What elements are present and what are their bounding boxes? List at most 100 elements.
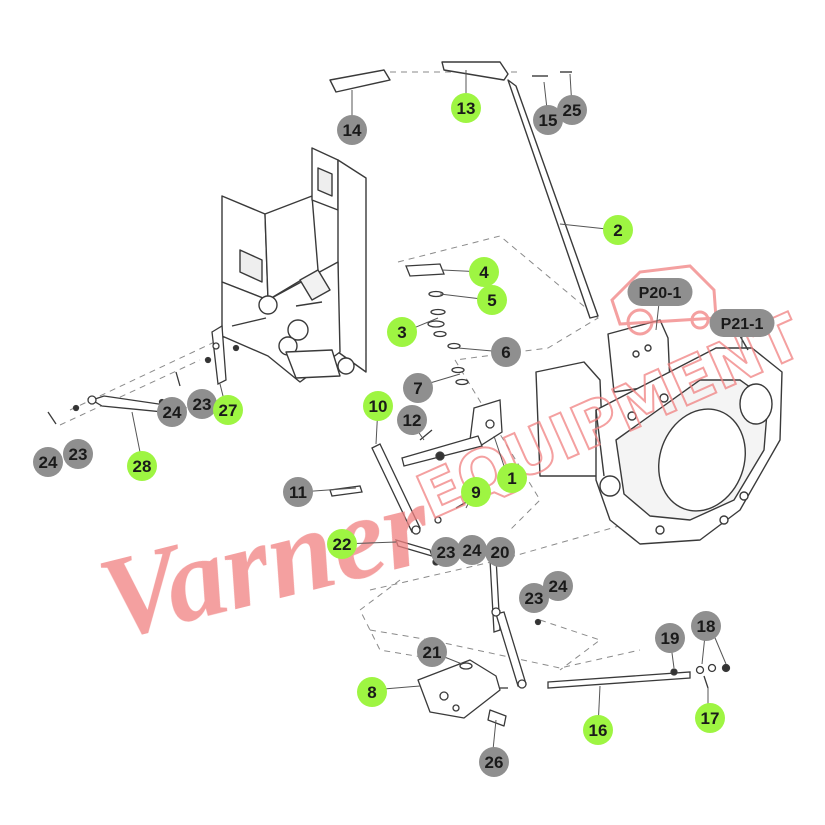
callout-label: 3 bbox=[397, 323, 406, 342]
lever-handle-13 bbox=[441, 61, 509, 81]
callout-label: 17 bbox=[701, 709, 720, 728]
callout-badge bbox=[485, 537, 515, 567]
callout-label: 12 bbox=[403, 411, 422, 430]
callout-10: 10 bbox=[363, 391, 393, 421]
callout-9: 9 bbox=[461, 477, 491, 507]
callout-14: 14 bbox=[337, 115, 367, 145]
callout-label: 27 bbox=[219, 401, 238, 420]
callout-24: 24 bbox=[543, 571, 573, 601]
callout-badge bbox=[557, 95, 587, 125]
callout-27: 27 bbox=[213, 395, 243, 425]
bottom-rod bbox=[547, 663, 731, 689]
callout-badge bbox=[403, 373, 433, 403]
callout-label: 7 bbox=[413, 379, 422, 398]
callout-11: 11 bbox=[283, 477, 313, 507]
callout-badge bbox=[479, 747, 509, 777]
callout-label: 14 bbox=[343, 121, 362, 140]
callout-23: 23 bbox=[431, 537, 461, 567]
callout-26: 26 bbox=[479, 747, 509, 777]
callout-badge bbox=[127, 451, 157, 481]
callout-label: 5 bbox=[487, 291, 496, 310]
callout-p21-1: P21-1 bbox=[709, 309, 775, 337]
callout-badge bbox=[491, 337, 521, 367]
bolt-part-26 bbox=[487, 709, 507, 727]
callout-label: 15 bbox=[539, 111, 558, 130]
callout-badge bbox=[695, 703, 725, 733]
callout-7: 7 bbox=[403, 373, 433, 403]
callout-label: 6 bbox=[501, 343, 510, 362]
callout-6: 6 bbox=[491, 337, 521, 367]
callout-badge bbox=[187, 389, 217, 419]
callout-24: 24 bbox=[457, 535, 487, 565]
callout-label: 24 bbox=[39, 453, 58, 472]
callout-label: 20 bbox=[491, 543, 510, 562]
callout-label: 8 bbox=[367, 683, 376, 702]
callout-label: 24 bbox=[549, 577, 568, 596]
bracket-part-27 bbox=[211, 324, 227, 385]
plate-part-4 bbox=[405, 263, 445, 277]
callout-badge bbox=[33, 447, 63, 477]
callout-badge bbox=[357, 677, 387, 707]
callout-24: 24 bbox=[33, 447, 63, 477]
callout-badge bbox=[363, 391, 393, 421]
callout-label: 10 bbox=[369, 397, 388, 416]
watermark-script: Varner bbox=[87, 457, 444, 665]
callout-21: 21 bbox=[417, 637, 447, 667]
callout-label: 23 bbox=[69, 445, 88, 464]
callout-label: 23 bbox=[525, 589, 544, 608]
callout-label: 13 bbox=[457, 99, 476, 118]
callout-badge bbox=[157, 397, 187, 427]
lever-assembly bbox=[329, 61, 599, 319]
callout-badge bbox=[397, 405, 427, 435]
callout-label: 4 bbox=[479, 263, 489, 282]
callout-label: 26 bbox=[485, 753, 504, 772]
callout-18: 18 bbox=[691, 611, 721, 641]
transmission-housing bbox=[535, 319, 783, 545]
callout-badge bbox=[457, 535, 487, 565]
callout-badge bbox=[63, 439, 93, 469]
callout-badge bbox=[497, 463, 527, 493]
callout-badge bbox=[431, 537, 461, 567]
callout-badge bbox=[533, 105, 563, 135]
callout-23: 23 bbox=[519, 583, 549, 613]
callout-22: 22 bbox=[327, 529, 357, 559]
callout-badge bbox=[327, 529, 357, 559]
callout-badge bbox=[709, 309, 775, 337]
callout-23: 23 bbox=[187, 389, 217, 419]
callout-1: 1 bbox=[497, 463, 527, 493]
callout-badge bbox=[543, 571, 573, 601]
callout-label: 9 bbox=[471, 483, 480, 502]
main-frame-bracket bbox=[221, 147, 367, 383]
callout-label: 23 bbox=[437, 543, 456, 562]
callout-badge bbox=[451, 93, 481, 123]
callout-label: 11 bbox=[289, 483, 307, 502]
callout-badge bbox=[387, 317, 417, 347]
lever-grip-14 bbox=[329, 69, 391, 93]
tractor-icon bbox=[610, 264, 718, 336]
callout-5: 5 bbox=[477, 285, 507, 315]
callout-badge bbox=[283, 477, 313, 507]
callout-badge bbox=[691, 611, 721, 641]
callout-17: 17 bbox=[695, 703, 725, 733]
callout-8: 8 bbox=[357, 677, 387, 707]
callout-label: 28 bbox=[133, 457, 152, 476]
callout-19: 19 bbox=[655, 623, 685, 653]
callout-label: P21-1 bbox=[721, 316, 764, 333]
callout-p20-1: P20-1 bbox=[627, 278, 693, 306]
callout-label: 22 bbox=[333, 535, 352, 554]
callout-label: 2 bbox=[613, 221, 622, 240]
callout-2: 2 bbox=[603, 215, 633, 245]
callout-badge bbox=[469, 257, 499, 287]
callout-badge bbox=[337, 115, 367, 145]
callout-badge bbox=[417, 637, 447, 667]
callout-label: 1 bbox=[507, 469, 516, 488]
callout-label: 21 bbox=[423, 643, 442, 662]
callout-24: 24 bbox=[157, 397, 187, 427]
callout-3: 3 bbox=[387, 317, 417, 347]
callout-badge bbox=[603, 215, 633, 245]
callout-20: 20 bbox=[485, 537, 515, 567]
callout-16: 16 bbox=[583, 715, 613, 745]
callout-label: 24 bbox=[463, 541, 482, 560]
